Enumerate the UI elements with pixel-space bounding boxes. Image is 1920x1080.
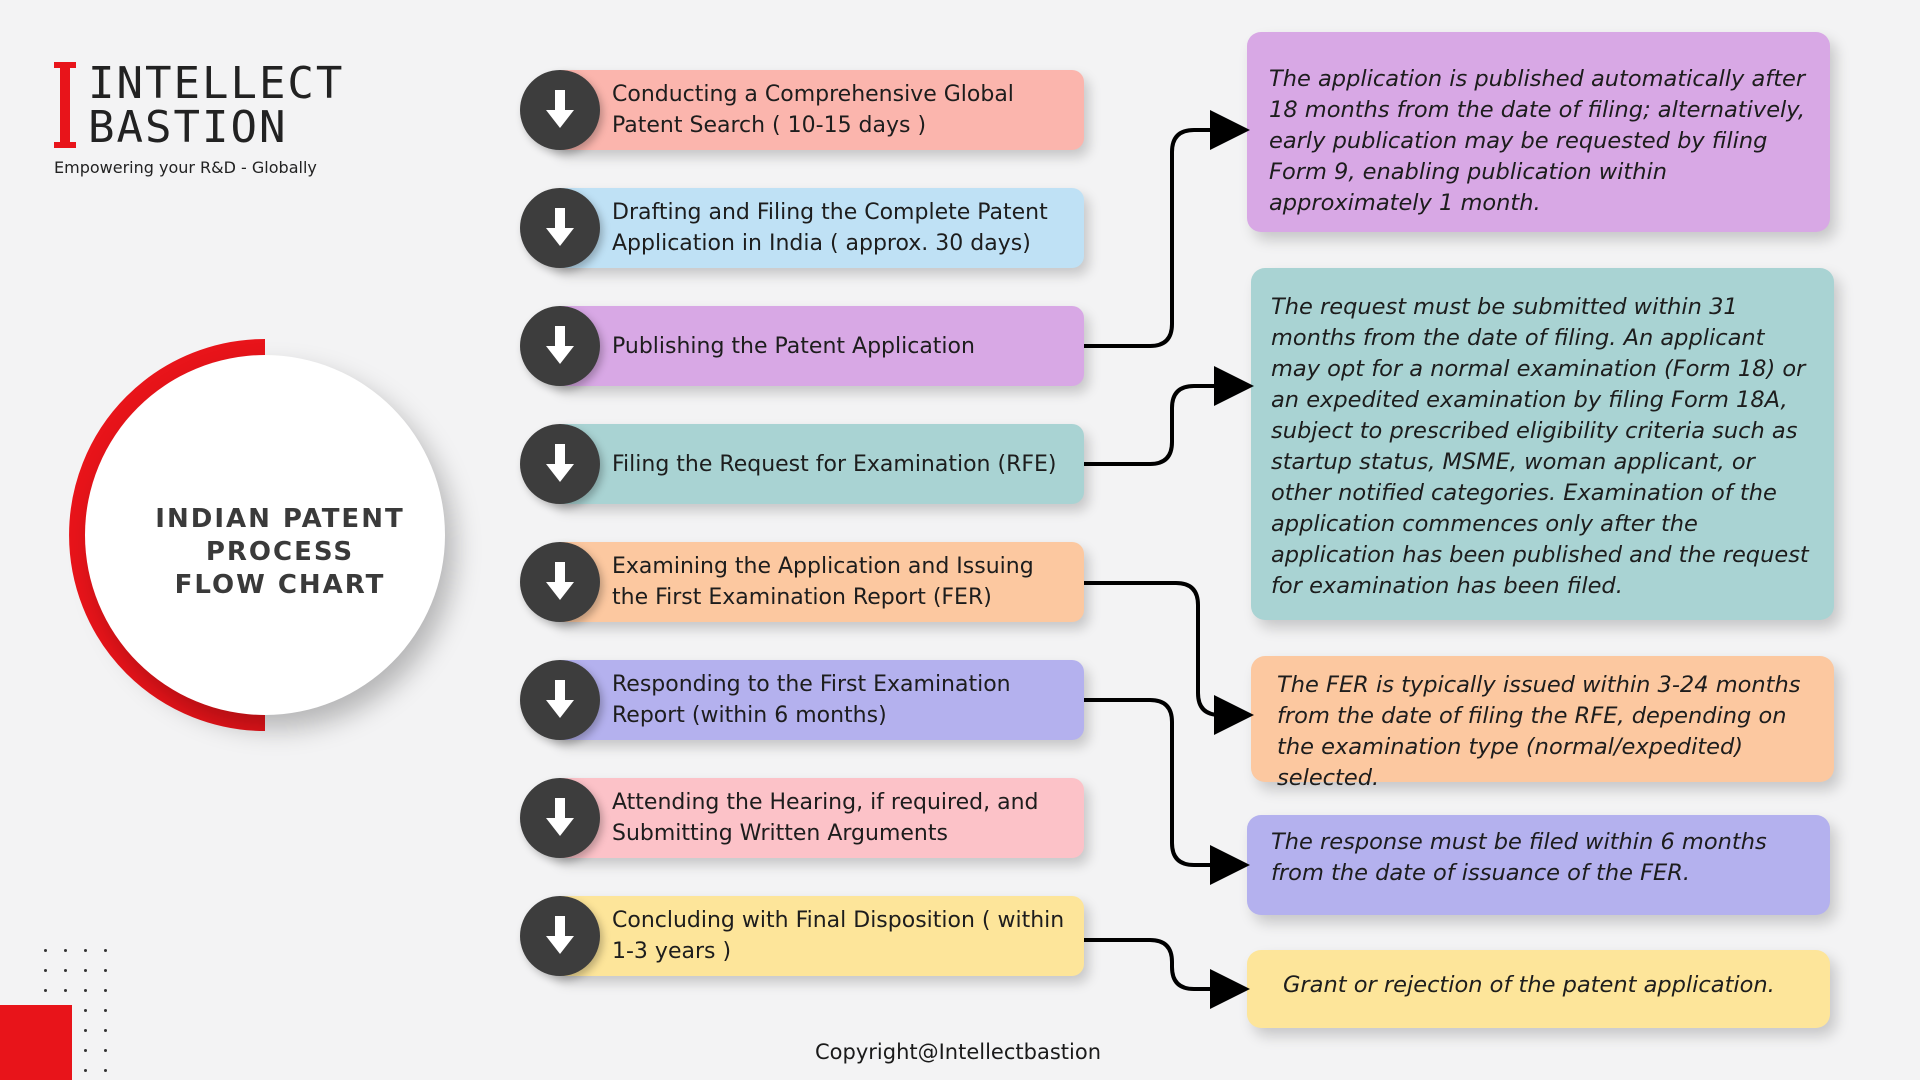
title-circle: INDIAN PATENT PROCESS FLOW CHART (60, 330, 470, 740)
step-label: Concluding with Final Disposition ( with… (612, 908, 1065, 964)
step-label: Drafting and Filing the Complete Patent … (612, 200, 1048, 256)
step-pill: Concluding with Final Disposition ( with… (550, 896, 1084, 976)
copyright: Copyright@Intellectbastion (815, 1040, 1102, 1064)
page-title-line-3: FLOW CHART (174, 570, 386, 600)
arrow-down-icon (520, 896, 600, 976)
arrow-down-icon (520, 424, 600, 504)
note-fer-text: The FER is typically issued within 3-24 … (1277, 672, 1801, 791)
step-label: Filing the Request for Examination (RFE) (612, 451, 1057, 477)
page-title-line-2: PROCESS (205, 537, 355, 567)
red-ring-arc (69, 339, 266, 731)
note-grant-rejection-text: Grant or rejection of the patent applica… (1283, 972, 1775, 998)
note-request-examination: The request must be submitted within 31 … (1251, 268, 1834, 620)
step-pill: Drafting and Filing the Complete Patent … (550, 188, 1084, 268)
step-pill: Attending the Hearing, if required, and … (550, 778, 1084, 858)
arrow-down-icon (520, 542, 600, 622)
arrow-down-icon (520, 306, 600, 386)
step-drafting-filing: Drafting and Filing the Complete Patent … (520, 188, 1084, 268)
red-corner-block (0, 1005, 72, 1080)
note-grant-rejection: Grant or rejection of the patent applica… (1247, 950, 1830, 1028)
step-request-examination: Filing the Request for Examination (RFE) (520, 424, 1084, 504)
logo-word-bastion: BASTION (88, 102, 288, 153)
connector-publishing (1084, 110, 1250, 348)
arrow-down-icon (520, 70, 600, 150)
page-title: INDIAN PATENT PROCESS FLOW CHART (145, 503, 415, 602)
connector-response (1084, 698, 1250, 885)
step-pill: Examining the Application and Issuing th… (550, 542, 1084, 622)
step-responding-fer: Responding to the First Examination Repo… (520, 660, 1084, 740)
pillar-logo-icon (54, 62, 76, 148)
step-final-disposition: Concluding with Final Disposition ( with… (520, 896, 1084, 976)
step-pill: Filing the Request for Examination (RFE) (550, 424, 1084, 504)
step-global-patent-search: Conducting a Comprehensive Global Patent… (520, 70, 1084, 150)
page-title-line-1: INDIAN PATENT (155, 504, 405, 534)
step-hearing: Attending the Hearing, if required, and … (520, 778, 1084, 858)
title-circle-inner: INDIAN PATENT PROCESS FLOW CHART (85, 355, 445, 715)
note-request-examination-text: The request must be submitted within 31 … (1271, 294, 1809, 599)
note-response: The response must be filed within 6 mont… (1247, 815, 1830, 915)
arrow-down-icon (520, 778, 600, 858)
connector-fer (1084, 581, 1254, 735)
connector-final (1084, 938, 1250, 1009)
step-publishing: Publishing the Patent Application (520, 306, 1084, 386)
step-label: Examining the Application and Issuing th… (612, 554, 1034, 610)
arrow-down-icon (520, 188, 600, 268)
step-label: Conducting a Comprehensive Global Patent… (612, 82, 1014, 138)
step-label: Attending the Hearing, if required, and … (612, 790, 1039, 846)
logo-tagline: Empowering your R&D - Globally (54, 158, 317, 177)
step-pill: Responding to the First Examination Repo… (550, 660, 1084, 740)
step-pill: Publishing the Patent Application (550, 306, 1084, 386)
step-label: Responding to the First Examination Repo… (612, 672, 1011, 728)
note-publication-text: The application is published automatical… (1269, 66, 1806, 216)
note-publication: The application is published automatical… (1247, 32, 1830, 232)
step-label: Publishing the Patent Application (612, 333, 975, 359)
note-response-text: The response must be filed within 6 mont… (1271, 829, 1767, 886)
arrow-down-icon (520, 660, 600, 740)
step-pill: Conducting a Comprehensive Global Patent… (550, 70, 1084, 150)
note-fer: The FER is typically issued within 3-24 … (1251, 656, 1834, 791)
connector-rfe (1084, 366, 1254, 466)
logo-word-intellect: INTELLECT (88, 58, 345, 109)
step-examining-fer: Examining the Application and Issuing th… (520, 542, 1084, 622)
